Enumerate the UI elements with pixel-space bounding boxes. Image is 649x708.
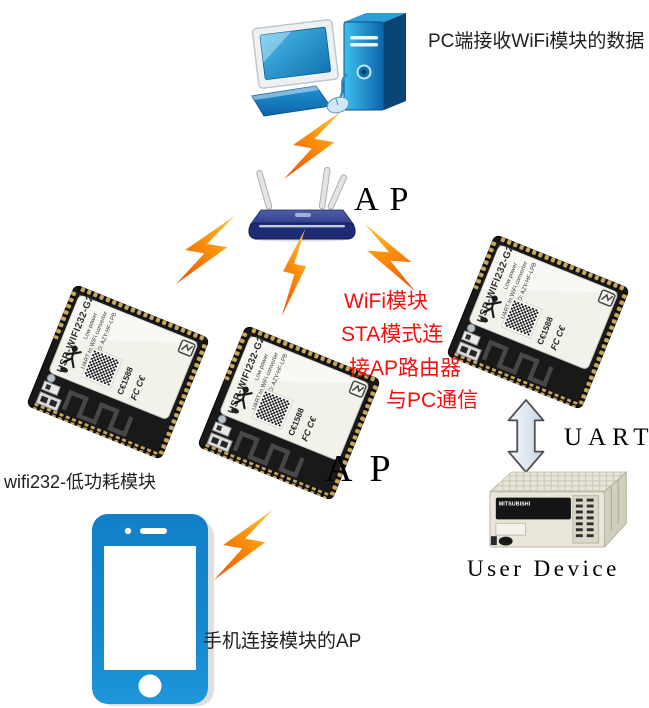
pc-tower bbox=[343, 13, 406, 111]
plc-front-panel bbox=[495, 497, 571, 520]
router-antennas bbox=[256, 166, 347, 210]
pc-caption: PC端接收WiFi模块的数据 bbox=[428, 31, 645, 52]
uart-double-arrow bbox=[507, 399, 545, 473]
wireless-bolt-router-right-module bbox=[347, 222, 427, 291]
red-note-line-1: WiFi模块 bbox=[344, 290, 428, 313]
router-front-stripe bbox=[259, 225, 345, 228]
middle-module-ap-label: AP bbox=[325, 448, 408, 490]
router-top-face bbox=[249, 209, 355, 226]
wireless-bolt-router-left-module bbox=[176, 216, 240, 284]
plc-port bbox=[498, 536, 513, 546]
phone-home-button bbox=[138, 674, 162, 698]
red-note-line-4: 与PC通信 bbox=[386, 389, 479, 412]
left-module-caption: wifi232-低功耗模块 bbox=[4, 472, 157, 492]
user-device-label: User Device bbox=[467, 556, 620, 581]
plc-device-graphic: MITSUBISHI bbox=[488, 470, 628, 549]
pc-computer-graphic bbox=[251, 13, 406, 117]
pc-monitor bbox=[251, 18, 340, 89]
red-note-line-3: 接AP路由器 bbox=[349, 357, 462, 380]
phone-caption: 手机连接模块的AP bbox=[203, 631, 362, 652]
phone-speaker bbox=[140, 528, 167, 534]
phone-screen bbox=[104, 546, 196, 670]
pc-keyboard bbox=[251, 85, 331, 117]
router-ap-label: AP bbox=[354, 181, 420, 218]
plc-top-face bbox=[488, 471, 628, 493]
phone-graphic bbox=[92, 514, 214, 706]
red-note-line-2: STA模式连 bbox=[341, 323, 444, 346]
wireless-bolt-phone-module bbox=[214, 510, 278, 580]
uart-label: UART bbox=[564, 424, 649, 451]
plc-small-label bbox=[495, 522, 526, 536]
wifi-module-left bbox=[24, 283, 213, 462]
wireless-bolt-pc-router bbox=[284, 111, 347, 179]
plc-brand-text: MITSUBISHI bbox=[499, 502, 531, 508]
router-logo-badge bbox=[295, 213, 311, 217]
phone-camera-dot bbox=[124, 527, 132, 535]
plc-indicators bbox=[575, 498, 594, 538]
